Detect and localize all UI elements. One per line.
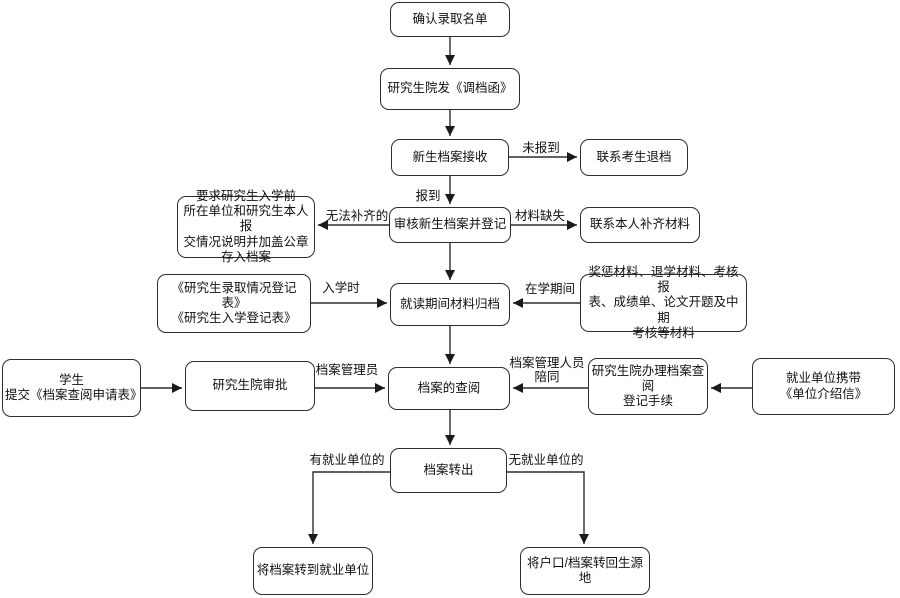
- node-archive-access: 档案的查阅: [388, 367, 510, 410]
- edge-label-at-enrollment: 入学时: [322, 281, 360, 295]
- edge-label-staff-accompany: 档案管理人员 陪同: [509, 356, 585, 385]
- node-confirm-admission-list: 确认录取名单: [390, 2, 510, 37]
- node-to-employer: 将档案转到就业单位: [253, 547, 373, 595]
- edge-transfer-to-hometown: [507, 471, 589, 544]
- node-contact-candidate-withdraw: 联系考生退档: [580, 139, 688, 176]
- edge-label-archive-manager: 档案管理员: [315, 363, 379, 377]
- node-contact-complete-materials: 联系本人补齐材料: [580, 207, 700, 243]
- node-issue-transfer-letter: 研究生院发《调档函》: [380, 68, 520, 110]
- node-employer-letter: 就业单位携带 《单位介绍信》: [752, 358, 895, 415]
- edge-label-reported: 报到: [415, 189, 441, 203]
- node-study-materials: 奖惩材料、退学材料、考核报 表、成绩单、论文开题及中期 考核等材料: [580, 265, 747, 340]
- node-student-submit: 学生 提交《档案查阅申请表》: [2, 359, 143, 417]
- edge-label-during-study: 在学期间: [524, 282, 576, 296]
- node-grad-school-approval: 研究生院审批: [185, 361, 315, 411]
- node-enrollment-forms: 《研究生录取情况登记表》 《研究生入学登记表》: [157, 274, 311, 333]
- edge-label-not-reported: 未报到: [522, 141, 560, 155]
- node-to-hometown: 将户口/档案转回生源地: [520, 547, 650, 595]
- node-archive-during-study: 就读期间材料归档: [390, 283, 510, 326]
- edge-transfer-to-employer: [308, 471, 390, 544]
- node-transfer-out: 档案转出: [390, 448, 507, 493]
- edge-label-cannot-complete: 无法补齐的: [325, 209, 389, 223]
- node-register-procedure: 研究生院办理档案查阅 登记手续: [588, 358, 708, 415]
- edge-label-no-employer: 无就业单位的: [508, 453, 584, 467]
- node-review-and-register: 审核新生档案并登记: [389, 207, 511, 243]
- node-receive-new-archives: 新生档案接收: [391, 139, 509, 176]
- edge-label-missing-materials: 材料缺失: [514, 209, 566, 223]
- edge-label-has-employer: 有就业单位的: [309, 453, 385, 467]
- node-require-statement: 要求研究生入学前 所在单位和研究生本人报 交情况说明并加盖公章 存入档案: [177, 189, 315, 264]
